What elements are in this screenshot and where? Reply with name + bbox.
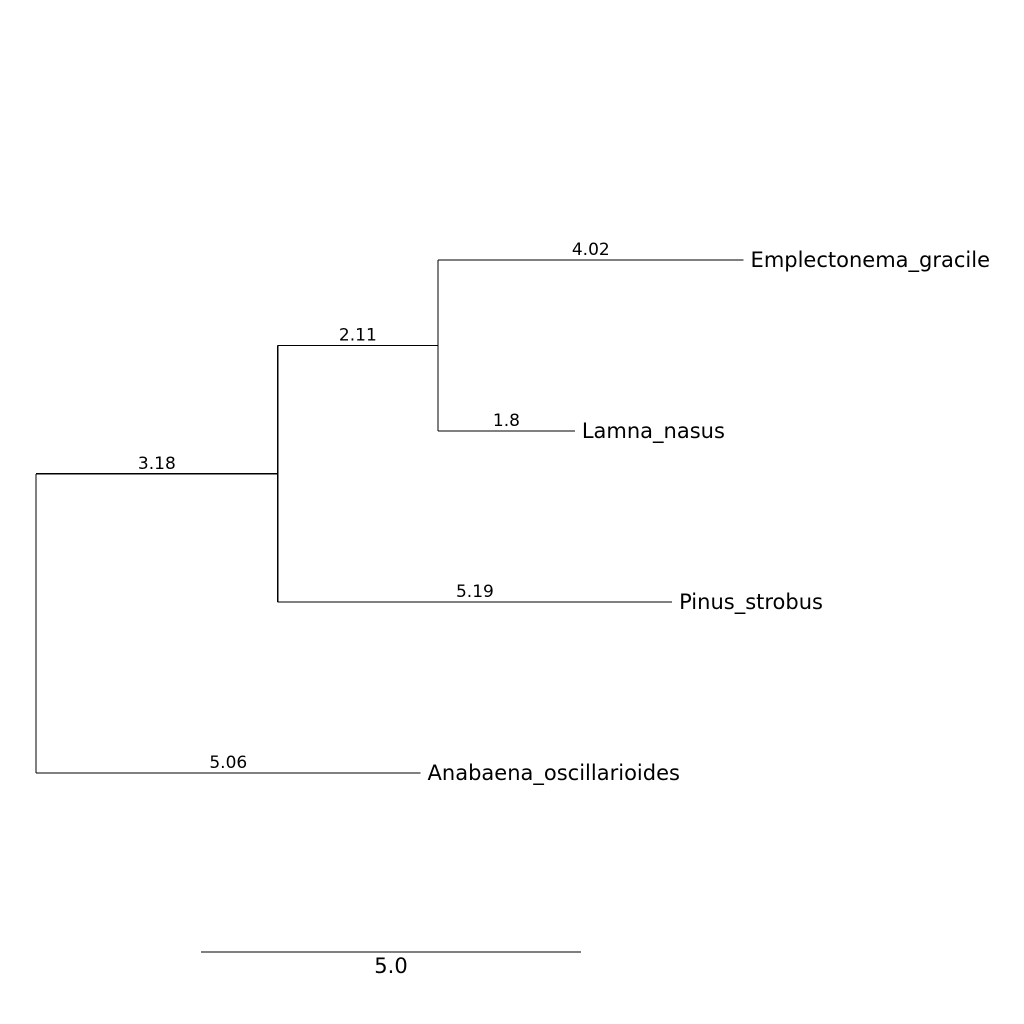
leaf-label-anabaena-oscillarioides: Anabaena_oscillarioides (428, 761, 680, 786)
branch-length-label: 1.8 (493, 411, 520, 431)
tree-labels: 3.18 2.11 4.02 Emplectonema_gracile 1.8 Lamna… (138, 240, 990, 786)
branch-length-label: 5.19 (456, 582, 494, 602)
scale-bar: 5.0 (201, 951, 581, 978)
tree-branches (35, 259, 744, 774)
leaf-label-lamna-nasus: Lamna_nasus (582, 419, 725, 444)
scale-bar-label: 5.0 (374, 954, 407, 978)
branch-length-label: 5.06 (209, 753, 247, 773)
leaf-label-emplectonema-gracile: Emplectonema_gracile (751, 248, 990, 273)
branch-length-label: 2.11 (339, 326, 377, 346)
branch-length-label: 4.02 (572, 240, 610, 260)
leaf-label-pinus-strobus: Pinus_strobus (679, 590, 823, 615)
branch-length-label: 3.18 (138, 454, 176, 474)
